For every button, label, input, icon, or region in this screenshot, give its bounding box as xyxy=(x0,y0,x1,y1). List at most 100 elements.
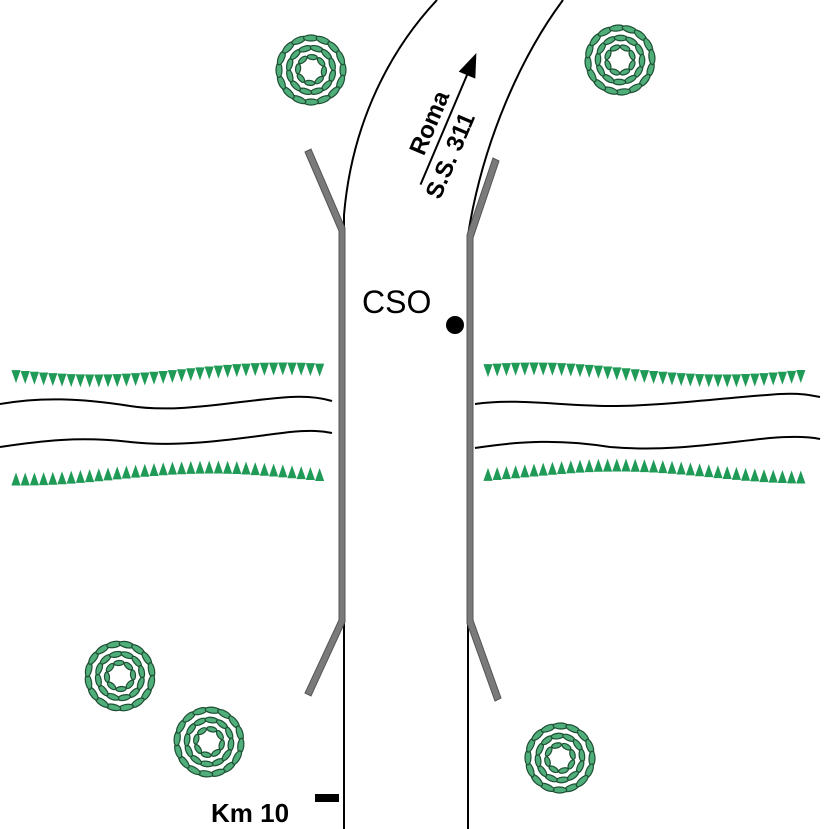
grass-tuft xyxy=(547,461,557,475)
grass-tuft xyxy=(57,373,67,387)
tree-leaf xyxy=(613,34,628,42)
grass-tuft xyxy=(566,460,576,474)
grass-tuft xyxy=(483,364,493,378)
grass-tuft xyxy=(492,467,502,481)
grass-tuft xyxy=(584,364,594,378)
tree-leaf xyxy=(136,676,145,691)
grass-tuft xyxy=(584,459,594,473)
grass-tuft xyxy=(667,372,677,386)
grass-tuft xyxy=(750,468,760,482)
grass-tuft xyxy=(296,466,306,480)
grass-tuft xyxy=(48,373,58,387)
tree-leaf xyxy=(147,674,156,691)
tree-leaf xyxy=(194,743,203,755)
grass-tuft xyxy=(603,458,613,472)
tree-leaf xyxy=(296,73,306,83)
tree-leaf xyxy=(612,78,627,86)
road xyxy=(343,0,564,829)
station-dot-icon xyxy=(446,316,464,334)
grass-tuft xyxy=(213,460,223,474)
grass-tuft xyxy=(29,472,39,486)
grass-tuft xyxy=(66,374,76,388)
tree-leaf xyxy=(551,742,562,749)
grass-bank-lower-right xyxy=(483,458,806,484)
grass-tuft xyxy=(103,467,113,481)
grass-tuft xyxy=(501,363,511,377)
grass-tuft xyxy=(630,369,640,383)
grass-tuft xyxy=(538,362,548,376)
tree-icon xyxy=(173,706,245,778)
grass-tuft xyxy=(676,373,686,387)
tree-leaf xyxy=(221,749,232,762)
grass-tuft xyxy=(85,374,95,388)
grass-tuft xyxy=(223,364,233,378)
grass-tuft xyxy=(250,462,260,476)
grass-tuft xyxy=(658,371,668,385)
grass-tuft xyxy=(315,363,325,377)
grass-tuft xyxy=(158,462,168,476)
grass-tuft xyxy=(750,373,760,387)
tree-leaf xyxy=(106,681,117,691)
tree-leaf xyxy=(103,671,111,683)
grass-tuft xyxy=(158,370,168,384)
tree-leaf xyxy=(316,57,326,67)
tree-leaf xyxy=(123,661,134,671)
grass-tuft xyxy=(149,462,159,476)
grass-tuft xyxy=(112,374,122,388)
grass-tuft xyxy=(557,363,567,377)
grass-tuft xyxy=(731,374,741,388)
arrow-icon xyxy=(419,71,470,186)
tree-leaf xyxy=(218,739,225,751)
tree-leaf xyxy=(231,750,243,765)
grass-tuft xyxy=(103,374,113,388)
grass-tuft xyxy=(11,370,21,384)
grass-tuft xyxy=(250,363,260,377)
milestone-label: Km 10 xyxy=(211,798,289,828)
grass-tuft xyxy=(538,462,548,476)
tree-leaf xyxy=(619,68,631,76)
grass-tuft xyxy=(593,458,603,472)
tree-leaf xyxy=(206,726,218,733)
grass-tuft xyxy=(20,472,30,486)
grass-tuft xyxy=(315,467,325,481)
tree-leaf xyxy=(604,59,612,71)
grass-tuft xyxy=(94,468,104,482)
grass-tuft xyxy=(741,467,751,481)
grass-tuft xyxy=(731,466,741,480)
station-marker: CSO xyxy=(362,284,464,334)
grass-tuft xyxy=(492,363,502,377)
tree-leaf xyxy=(306,53,318,61)
grass-tuft xyxy=(621,368,631,382)
tree-icon xyxy=(584,24,656,96)
tree-leaf xyxy=(115,685,127,693)
grass-tuft xyxy=(704,374,714,388)
grass-tuft xyxy=(593,365,603,379)
grass-tuft xyxy=(186,368,196,382)
grass-tuft xyxy=(94,374,104,388)
grass-tuft xyxy=(796,470,806,484)
tree-leaf xyxy=(648,48,656,66)
grass-tuft xyxy=(713,374,723,388)
tree-leaf xyxy=(609,68,621,76)
grass-tuft xyxy=(649,370,659,384)
grass-tuft xyxy=(566,363,576,377)
grass-tuft xyxy=(149,371,159,385)
tree-leaf xyxy=(548,765,559,774)
tree-leaf xyxy=(569,749,576,760)
grass-tuft xyxy=(195,367,205,381)
grass-tuft xyxy=(612,458,622,472)
grass-tuft xyxy=(167,370,177,384)
grass-tuft xyxy=(704,464,714,478)
grass-tuft xyxy=(213,365,223,379)
tree-leaf xyxy=(561,742,572,751)
grass-tuft xyxy=(140,463,150,477)
grass-tuft xyxy=(630,458,640,472)
milestone: Km 10 xyxy=(211,794,339,828)
tree-leaf xyxy=(193,733,200,745)
tree-icon xyxy=(84,640,156,712)
grass-tuft xyxy=(722,466,732,480)
grass-tuft xyxy=(695,374,705,388)
grass-tuft xyxy=(603,366,613,380)
grass-tuft xyxy=(269,463,279,477)
